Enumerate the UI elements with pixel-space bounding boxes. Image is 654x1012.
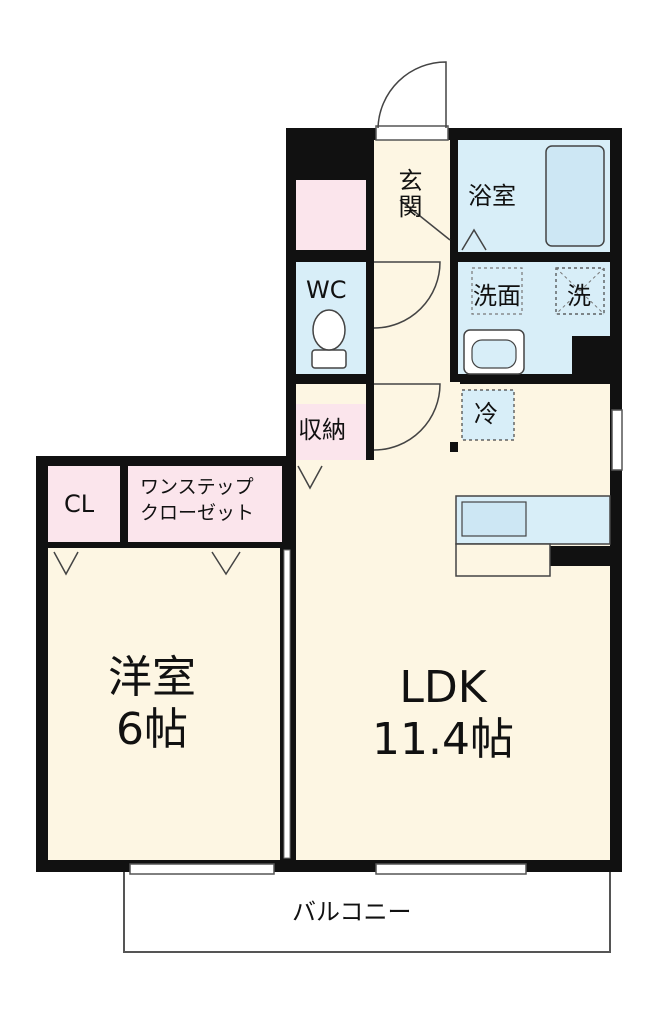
balcony-label: バルコニー — [292, 898, 412, 926]
shoe-storage-floor — [296, 180, 366, 250]
western-room-floor — [48, 546, 280, 860]
western-room-size: 6帖 — [116, 703, 188, 755]
kitchen-sink — [461, 501, 527, 537]
wall — [450, 140, 458, 452]
bathtub — [545, 145, 605, 247]
laundry-x — [555, 267, 605, 315]
laundry-x — [555, 267, 605, 315]
door-opening — [374, 250, 450, 264]
balcony-area — [123, 867, 611, 953]
closet-door-marker — [211, 551, 241, 576]
kitchen-bar — [455, 543, 551, 577]
wall — [450, 374, 622, 384]
toilet-bowl — [312, 309, 346, 351]
wc-label: WC — [306, 276, 347, 304]
toilet-tank — [311, 349, 347, 369]
door-opening — [448, 382, 460, 442]
ldk-label: LDK 11.4帖 — [372, 662, 514, 766]
storage-door-swing — [373, 383, 441, 451]
storage-label: 収納 — [298, 416, 346, 444]
ldk-floor — [296, 382, 610, 860]
hall-door-swing — [399, 199, 451, 241]
closet-floor — [48, 466, 120, 542]
wall — [286, 374, 376, 384]
sliding-door — [283, 549, 291, 859]
closet-door-marker — [53, 551, 79, 576]
wash-basin-bowl — [471, 339, 517, 369]
laundry-label: 洗 — [567, 282, 591, 310]
step-closet-label-line2: クローゼット — [140, 502, 255, 524]
washroom-label: 洗面 — [473, 282, 521, 310]
bath-label: 浴室 — [468, 182, 516, 210]
ldk-size: 11.4帖 — [372, 713, 514, 765]
wall — [450, 252, 622, 262]
laundry-space — [555, 267, 605, 315]
wall — [286, 128, 366, 180]
wall — [286, 252, 376, 262]
fridge-space — [461, 389, 515, 441]
storage-door-marker — [297, 465, 323, 490]
bath-door-marker — [461, 228, 487, 251]
step-closet-floor — [128, 466, 282, 542]
entrance-door-swing — [377, 61, 447, 129]
step-closet-label-line1: ワンステップ — [140, 476, 254, 498]
wall — [572, 336, 622, 376]
door-opening — [374, 372, 450, 386]
ldk-name: LDK — [399, 662, 487, 713]
entrance-label: 玄関 — [394, 168, 422, 220]
entrance-opening — [375, 125, 449, 141]
wall — [36, 542, 282, 548]
window — [129, 863, 275, 875]
washroom-outline — [471, 267, 523, 315]
western-room-name: 洋室 — [108, 652, 196, 703]
wall — [366, 140, 374, 460]
window — [611, 409, 623, 471]
storage-floor — [296, 404, 366, 460]
hall-floor — [374, 140, 450, 452]
wc-door-swing — [373, 261, 441, 329]
closet-label: CL — [64, 490, 95, 518]
window — [375, 863, 527, 875]
fridge-label: 冷 — [474, 400, 498, 428]
wall — [550, 546, 622, 566]
western-room-label: 洋室 6帖 — [108, 652, 196, 756]
wall — [120, 456, 128, 546]
